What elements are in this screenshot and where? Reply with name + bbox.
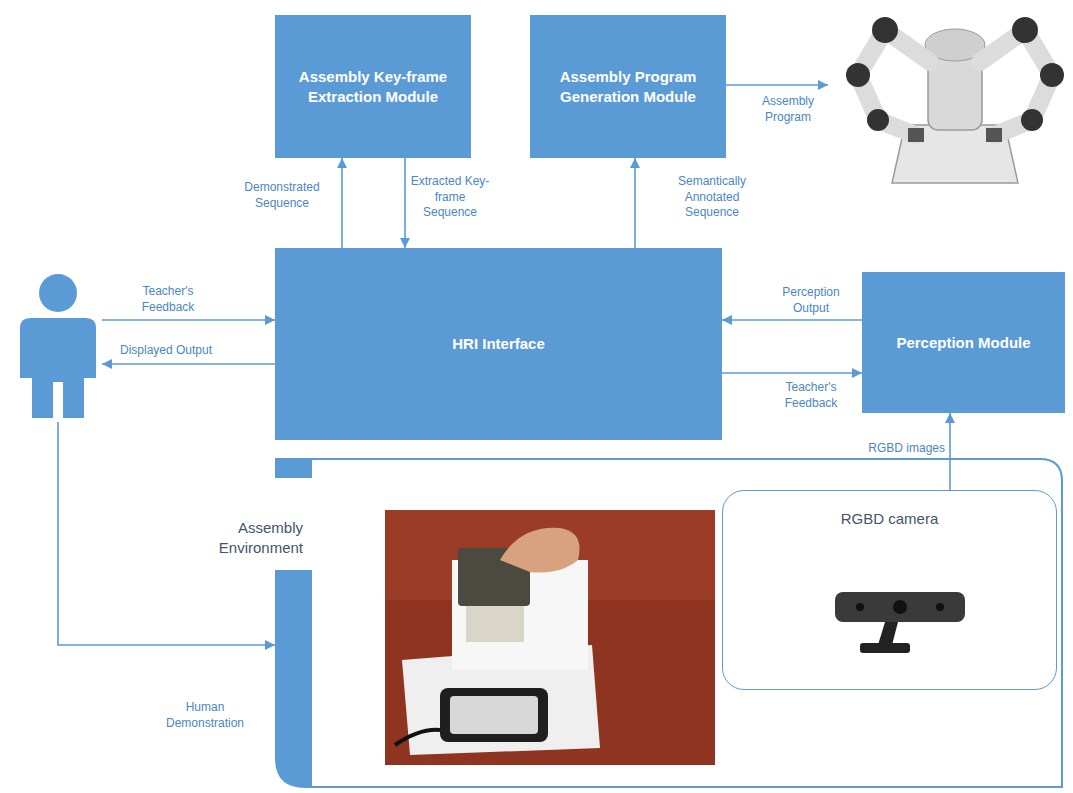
label-anchor: RGBD images xyxy=(855,441,945,457)
robot-gripper xyxy=(908,128,924,142)
connector-arrow xyxy=(404,158,406,248)
robot-joint xyxy=(872,17,898,43)
box-title: Perception Module xyxy=(896,333,1030,353)
person-head xyxy=(39,274,77,312)
panel-bar xyxy=(275,570,312,788)
box-title: Assembly Program Generation Module xyxy=(544,67,712,106)
connector-arrow xyxy=(949,413,951,490)
robot-joint xyxy=(846,63,870,87)
label-anchor: Teacher's Feedback xyxy=(765,380,857,411)
camera-illustration xyxy=(835,592,965,653)
flow-label: Human Demonstration xyxy=(150,700,260,731)
person-body xyxy=(20,318,96,418)
robot-arm xyxy=(980,30,1052,135)
robot-gripper xyxy=(986,128,1002,142)
photo-cable xyxy=(395,730,440,745)
photo-phone xyxy=(440,688,548,742)
process-box: Assembly Program Generation Module xyxy=(530,15,726,158)
camera-lens xyxy=(936,603,944,611)
camera-stand xyxy=(878,622,898,645)
camera-bar xyxy=(835,592,965,622)
box-title: HRI Interface xyxy=(452,334,545,354)
edge-label: Extracted Key-frame Sequence xyxy=(410,174,490,221)
photo-ground xyxy=(385,510,715,765)
environment-outline xyxy=(275,458,1063,788)
edge-label: Perception Output xyxy=(765,285,857,316)
label-anchor: Displayed Output xyxy=(108,343,224,359)
label-anchor: Teacher's Feedback xyxy=(118,284,218,315)
connector-arrow xyxy=(634,158,636,248)
label-anchor: Semantically Annotated Sequence xyxy=(667,174,757,221)
process-box: Assembly Key-frame Extraction Module xyxy=(275,15,471,158)
flow-label: Displayed Output xyxy=(108,343,224,359)
robot-illustration xyxy=(846,17,1064,183)
robot-joint xyxy=(867,109,889,131)
flow-label: Teacher's Feedback xyxy=(118,284,218,315)
panel-border xyxy=(312,459,1062,787)
display-arrow xyxy=(102,363,275,365)
flow-label: Assembly Program xyxy=(752,94,824,125)
process-box: Perception Module xyxy=(862,272,1065,413)
connector-arrow xyxy=(341,158,343,248)
connector-arrow xyxy=(722,372,862,374)
interface-box: HRI Interface xyxy=(275,248,722,440)
edge-label: Semantically Annotated Sequence xyxy=(667,174,757,221)
photo-screen xyxy=(450,696,538,734)
robot-joint xyxy=(1012,17,1038,43)
robot-base xyxy=(892,125,1018,183)
camera-box: RGBD camera xyxy=(722,490,1057,690)
edge-label: Teacher's Feedback xyxy=(765,380,857,411)
robot-arm xyxy=(858,30,930,135)
environment-panel: RGBD cameraAssembly Environment xyxy=(275,458,1063,788)
connector-arrow xyxy=(722,319,862,321)
camera-lens xyxy=(856,603,864,611)
robot-joint xyxy=(1021,109,1043,131)
program-arrow xyxy=(722,84,828,86)
robot-joint xyxy=(1040,63,1064,87)
feedback-arrow xyxy=(102,319,275,321)
panel-bar xyxy=(275,458,312,478)
camera-lens xyxy=(893,600,907,614)
label-anchor: Perception Output xyxy=(765,285,857,316)
box-heading: RGBD camera xyxy=(723,509,1056,529)
panel-heading: Assembly Environment xyxy=(193,518,303,557)
label-anchor: Demonstrated Sequence xyxy=(232,180,332,211)
label-anchor: Human Demonstration xyxy=(150,700,260,731)
camera-foot xyxy=(860,643,910,653)
edge-label: Demonstrated Sequence xyxy=(232,180,332,211)
person-icon xyxy=(20,274,96,418)
box-title: Assembly Key-frame Extraction Module xyxy=(289,67,457,106)
edge-label: RGBD images xyxy=(855,441,945,457)
photo-hand xyxy=(500,528,580,573)
label-anchor: Extracted Key-frame Sequence xyxy=(410,174,490,221)
demo-photo xyxy=(385,510,715,765)
label-anchor: Assembly Program xyxy=(752,94,824,125)
photo-part xyxy=(466,606,524,642)
